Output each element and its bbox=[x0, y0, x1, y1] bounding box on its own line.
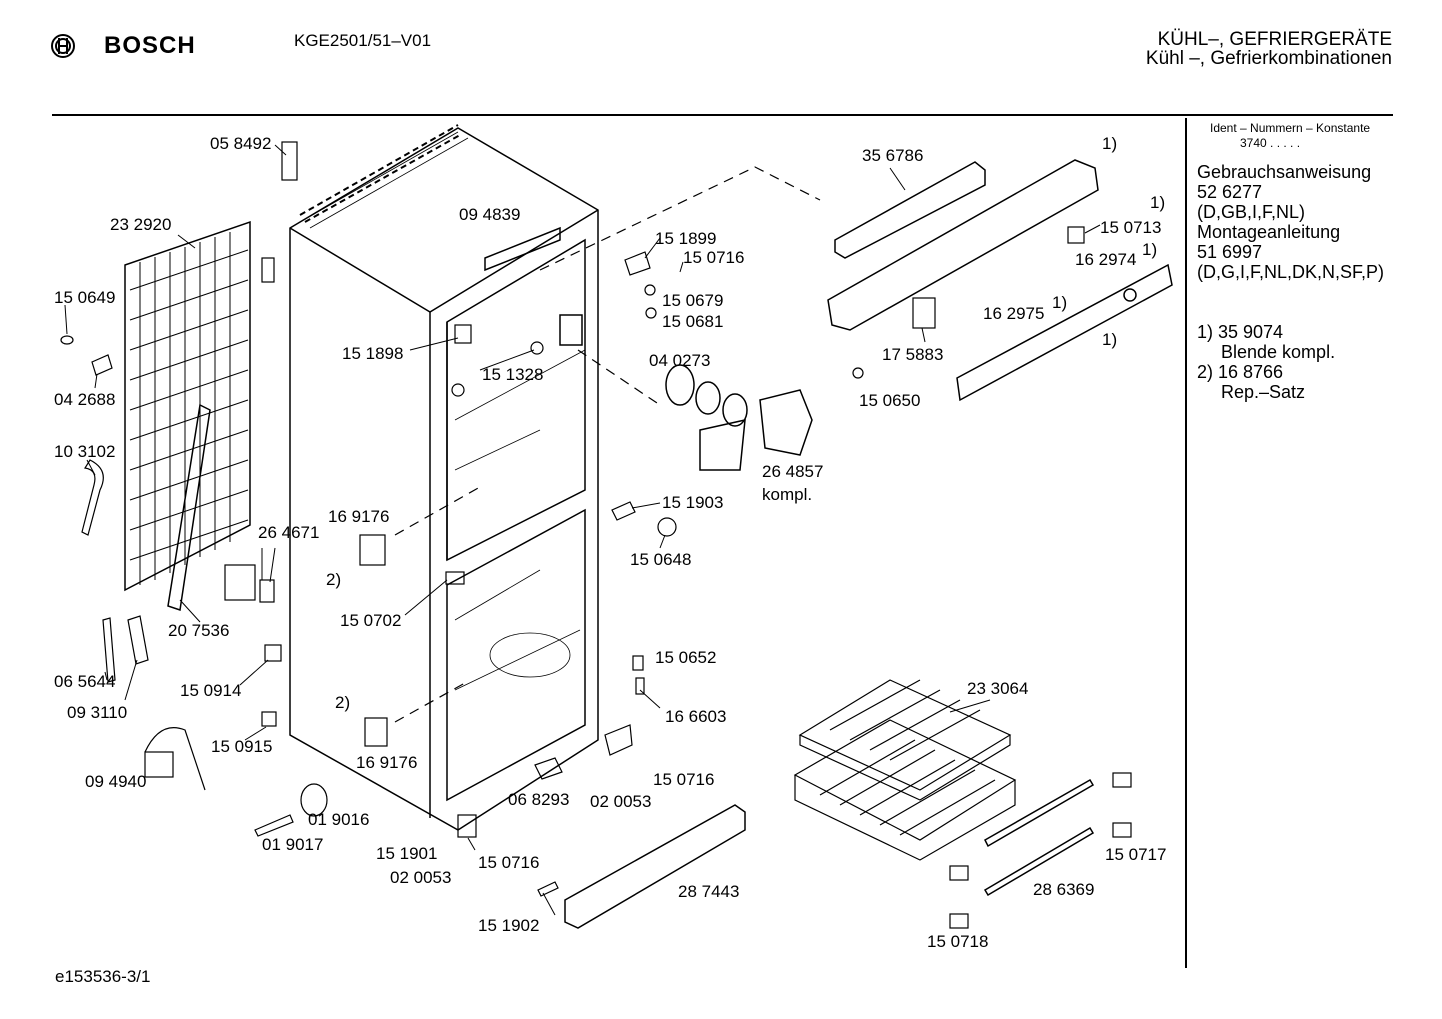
part-label: 15 0716 bbox=[653, 770, 715, 789]
part-label: 06 5644 bbox=[54, 672, 116, 691]
part-label: 1) bbox=[1052, 293, 1068, 312]
doc-line: (D,G,I,F,NL,DK,N,SF,P) bbox=[1197, 262, 1385, 282]
part-label: 15 1328 bbox=[482, 365, 544, 384]
part-label: 15 0713 bbox=[1100, 218, 1162, 237]
part-label: 09 4839 bbox=[459, 205, 521, 224]
condenser-grid bbox=[124, 220, 251, 611]
part-label: 26 4857 bbox=[762, 462, 824, 481]
bosch-logo-icon bbox=[50, 33, 76, 64]
category-subtitle: Kühl –, Gefrierkombinationen bbox=[1145, 48, 1392, 69]
part-label: 28 7443 bbox=[678, 882, 740, 901]
part-label: 04 0273 bbox=[649, 351, 711, 370]
part-label: 15 0718 bbox=[927, 932, 989, 951]
part-label: 1) bbox=[1102, 330, 1118, 349]
part-label: 15 0702 bbox=[340, 611, 402, 630]
part-label: 1) bbox=[1142, 240, 1158, 259]
model-number: KGE2501/51–V01 bbox=[294, 31, 432, 50]
part-label: 15 0679 bbox=[662, 291, 724, 310]
part-label: 20 7536 bbox=[168, 621, 230, 640]
rails bbox=[564, 778, 1095, 929]
part-label: 26 4671 bbox=[258, 523, 320, 542]
part-label: 17 5883 bbox=[882, 345, 944, 364]
part-label: 15 0915 bbox=[211, 737, 273, 756]
part-label: 35 6786 bbox=[862, 146, 924, 165]
part-label: 15 1899 bbox=[655, 229, 717, 248]
dashed-guides bbox=[394, 166, 821, 723]
control-panel-upper bbox=[827, 159, 1173, 402]
part-label: 2) bbox=[335, 693, 351, 712]
note-line: Rep.–Satz bbox=[1221, 382, 1306, 402]
doc-line: 51 6997 bbox=[1197, 242, 1263, 262]
doc-line: Montageanleitung bbox=[1197, 222, 1341, 242]
document-id: e153536-3/1 bbox=[55, 967, 151, 986]
part-label: 1) bbox=[1150, 193, 1166, 212]
small-parts bbox=[60, 141, 1132, 929]
part-label: 06 8293 bbox=[508, 790, 570, 809]
part-label: 15 0717 bbox=[1105, 845, 1167, 864]
brand-name: BOSCH bbox=[104, 32, 196, 59]
part-label: 15 1903 bbox=[662, 493, 724, 512]
part-label: 02 0053 bbox=[390, 868, 452, 887]
cabinet bbox=[289, 124, 599, 831]
part-label: 16 9176 bbox=[328, 507, 390, 526]
ident-title: Ident – Nummern – Konstante bbox=[1210, 121, 1371, 135]
part-label: 01 9017 bbox=[262, 835, 324, 854]
part-label: 23 2920 bbox=[110, 215, 172, 234]
doc-line: 52 6277 bbox=[1197, 182, 1263, 202]
part-label: 02 0053 bbox=[590, 792, 652, 811]
doc-line: Gebrauchsanweisung bbox=[1197, 162, 1372, 182]
note-line: 1) 35 9074 bbox=[1197, 322, 1284, 342]
part-label: 16 6603 bbox=[665, 707, 727, 726]
part-label: kompl. bbox=[762, 485, 813, 504]
note-line: Blende kompl. bbox=[1221, 342, 1336, 362]
part-label: 05 8492 bbox=[210, 134, 272, 153]
part-label: 15 0716 bbox=[683, 248, 745, 267]
ident-value: 3740 . . . . . bbox=[1240, 136, 1301, 150]
doc-line: (D,GB,I,F,NL) bbox=[1197, 202, 1306, 222]
note-line: 2) 16 8766 bbox=[1197, 362, 1284, 382]
freezer-baskets bbox=[793, 679, 1017, 861]
part-label: 15 0650 bbox=[859, 391, 921, 410]
part-label: 15 1901 bbox=[376, 844, 438, 863]
category-title: KÜHL–, GEFRIERGERÄTE bbox=[1157, 29, 1392, 50]
part-label: 09 3110 bbox=[67, 703, 128, 722]
part-label: 15 1902 bbox=[478, 916, 540, 935]
part-label: 15 0914 bbox=[180, 681, 242, 700]
part-label: 23 3064 bbox=[967, 679, 1029, 698]
part-label: 09 4940 bbox=[85, 772, 147, 791]
part-label: 10 3102 bbox=[54, 442, 116, 461]
part-label: 01 9016 bbox=[308, 810, 370, 829]
part-label: 15 0649 bbox=[54, 288, 116, 307]
part-label: 15 0681 bbox=[662, 312, 724, 331]
lamp-assembly bbox=[665, 364, 813, 471]
part-label: 16 2974 bbox=[1075, 250, 1137, 269]
part-label: 16 9176 bbox=[356, 753, 418, 772]
part-label: 15 0716 bbox=[478, 853, 540, 872]
part-label: 15 1898 bbox=[342, 344, 404, 363]
part-label: 16 2975 bbox=[983, 304, 1045, 323]
part-label: 15 0652 bbox=[655, 648, 717, 667]
leader-lines bbox=[64, 144, 1101, 916]
part-label: 28 6369 bbox=[1033, 880, 1095, 899]
part-label: 2) bbox=[326, 570, 342, 589]
part-label: 1) bbox=[1102, 134, 1118, 153]
part-label: 15 0648 bbox=[630, 550, 692, 569]
part-label: 04 2688 bbox=[54, 390, 116, 409]
